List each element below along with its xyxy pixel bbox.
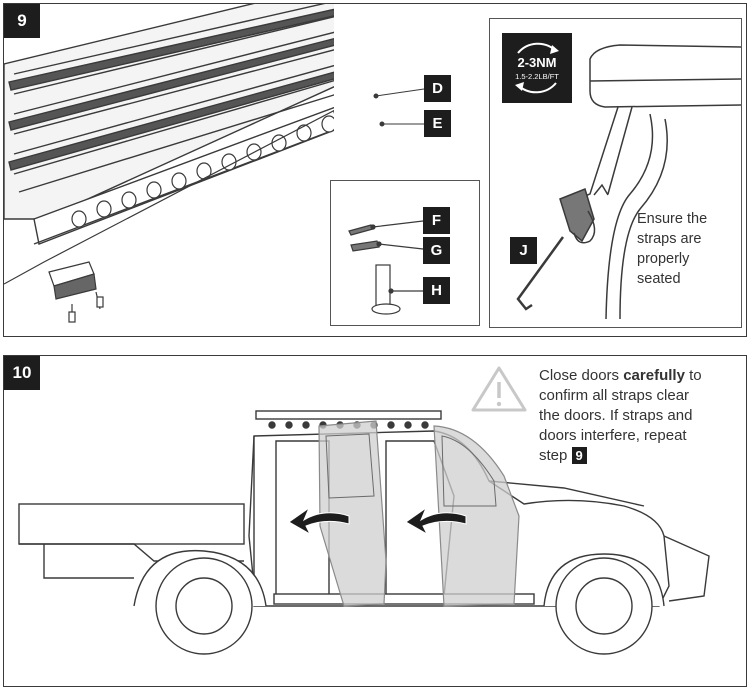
leader-lines-de (373, 88, 425, 127)
step-10-panel: 10 Close doors carefully to confirm all … (3, 355, 747, 687)
torque-value: 2-3NM (517, 55, 557, 70)
part-tag-d: D (424, 75, 451, 102)
torque-range: 1.5-2.2LB/FT (515, 72, 559, 81)
part-tag-h: H (423, 277, 450, 304)
strap-note-line-2: straps are (637, 231, 702, 247)
step-10-instructions: Close doors carefully to confirm all str… (539, 366, 744, 466)
instr-line-3: the doors. If straps and (539, 407, 693, 424)
rotate-arrows-icon (515, 42, 559, 94)
part-tag-f: F (423, 207, 450, 234)
torque-badge: 2-3NM 1.5-2.2LB/FT (502, 33, 572, 103)
step-9-panel: 9 (3, 3, 747, 337)
part-tag-e: E (424, 110, 451, 137)
strap-note-line-1: Ensure the (637, 211, 708, 227)
door-frame-illustration (516, 44, 741, 320)
truck-illustration (18, 410, 710, 655)
hardware-subpanel: F G H (330, 180, 480, 326)
step-ref-badge: 9 (571, 447, 587, 464)
step-9-badge: 9 (4, 4, 40, 38)
hardware-illustration (348, 220, 424, 315)
part-tag-g: G (423, 237, 450, 264)
instr-line-4: doors interfere, repeat (539, 427, 687, 444)
warning-icon (471, 366, 527, 412)
instr-emphasis: carefully (623, 367, 685, 384)
instr-line-5-pre: step (539, 447, 572, 464)
instr-line-1-post: to (684, 367, 702, 384)
instr-line-2: confirm all straps clear (539, 387, 690, 404)
strap-note-line-4: seated (637, 271, 681, 287)
instr-line-1-pre: Close doors (539, 367, 624, 384)
strap-note-line-3: properly (637, 251, 690, 267)
part-tag-j: J (510, 237, 537, 264)
strap-detail-subpanel: 2-3NM 1.5-2.2LB/FT J (489, 18, 742, 328)
strap-note: Ensure the straps are properly seated (637, 209, 707, 289)
roof-rack-illustration (4, 4, 334, 323)
step-10-badge: 10 (4, 356, 40, 390)
